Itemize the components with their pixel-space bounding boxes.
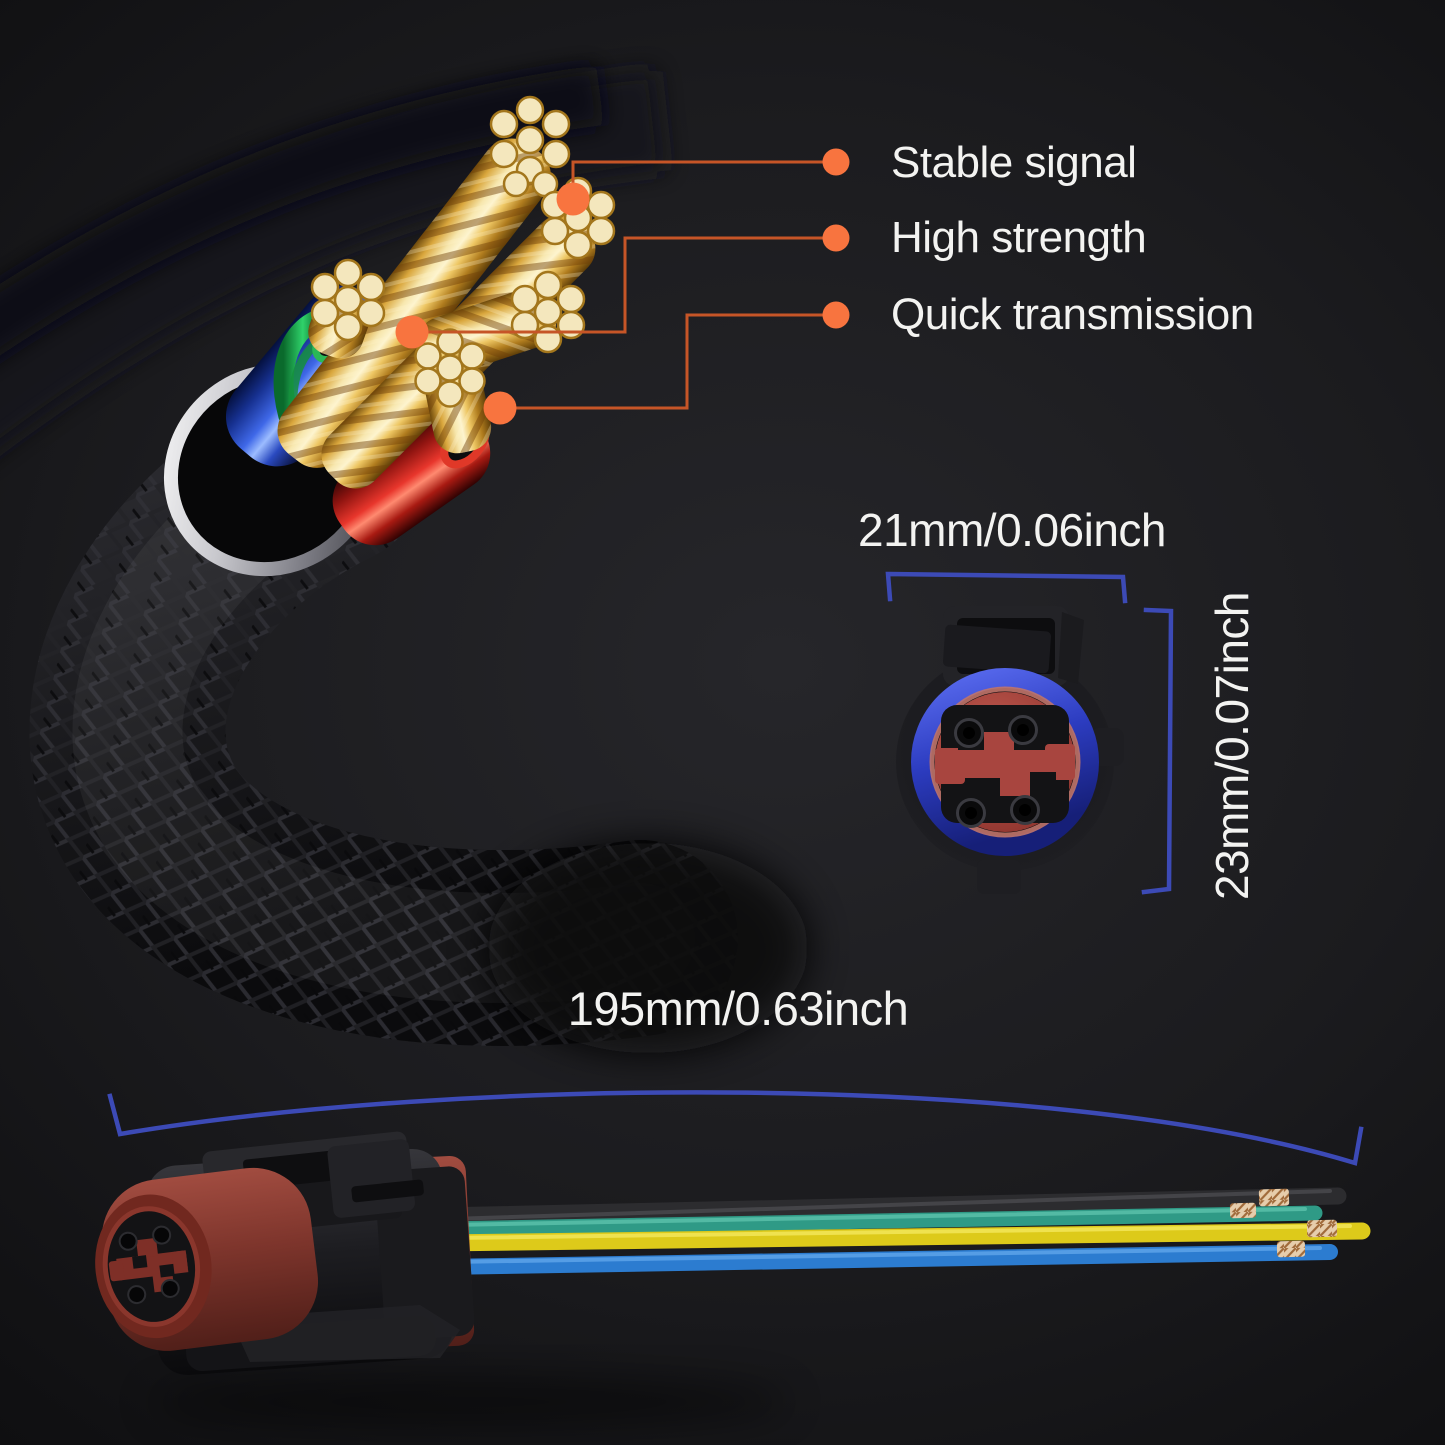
callout-anchor-dot-2 (395, 315, 429, 349)
feature-callouts (395, 148, 850, 425)
width-dimension-bracket (885, 571, 1128, 604)
length-dimension-label: 195mm/0.63inch (567, 982, 909, 1035)
wire-black-highlight (448, 1189, 1332, 1221)
copper-strip-yellow (1306, 1219, 1338, 1238)
connector-socket-holes (954, 715, 1040, 828)
wire-teal-highlight (448, 1207, 1307, 1227)
callout-text-dot-2 (822, 224, 850, 252)
connector-key-pattern (935, 705, 1075, 828)
connector-bottom-tab (977, 860, 1021, 894)
feature-label-quick-transmission: Quick transmission (891, 290, 1254, 339)
height-dimension-bracket (1141, 607, 1174, 895)
cluster-left (310, 258, 386, 342)
pigtail-assembly (95, 1131, 1371, 1428)
dimension-brackets (107, 571, 1364, 1166)
wire-yellow-highlight (448, 1224, 1352, 1240)
callout-line-high-strength (412, 236, 823, 334)
pigtail-wires (431, 1187, 1371, 1275)
pigtail-shadow (150, 1376, 790, 1428)
wire-yellow (431, 1222, 1371, 1252)
height-dimension-label: 23mm/0.07inch (1206, 592, 1258, 900)
callout-line-quick-transmission (500, 313, 823, 410)
wire-blue (432, 1244, 1338, 1275)
wire-teal (432, 1205, 1323, 1237)
cluster-bottom (414, 328, 486, 408)
copper-strip-blue (1276, 1240, 1306, 1258)
feature-label-high-strength: High strength (891, 213, 1147, 262)
length-dimension-curve (107, 1090, 1364, 1166)
connector-face-view (896, 606, 1124, 894)
callout-anchor-dot-1 (556, 182, 590, 216)
braided-cable (29, 370, 808, 1053)
stripped-copper-sections (1229, 1188, 1338, 1258)
wire-blue-highlight (448, 1246, 1322, 1264)
cable-tail-fade (488, 843, 808, 1053)
pigtail-face-key-pattern (108, 1225, 189, 1305)
copper-strip-black (1258, 1188, 1290, 1207)
pigtail-front-seal (95, 1167, 319, 1351)
feature-label-stable-signal: Stable signal (891, 138, 1137, 187)
callout-text-dot-3 (822, 301, 850, 329)
copper-strip-teal (1229, 1202, 1257, 1219)
callout-anchor-dot-3 (483, 391, 517, 425)
connector-salmon-rim (929, 686, 1081, 838)
cluster-top (489, 95, 571, 198)
connector-latch (943, 606, 1084, 686)
callout-text-dot-1 (822, 148, 850, 176)
width-dimension-label: 21mm/0.06inch (858, 504, 1167, 556)
